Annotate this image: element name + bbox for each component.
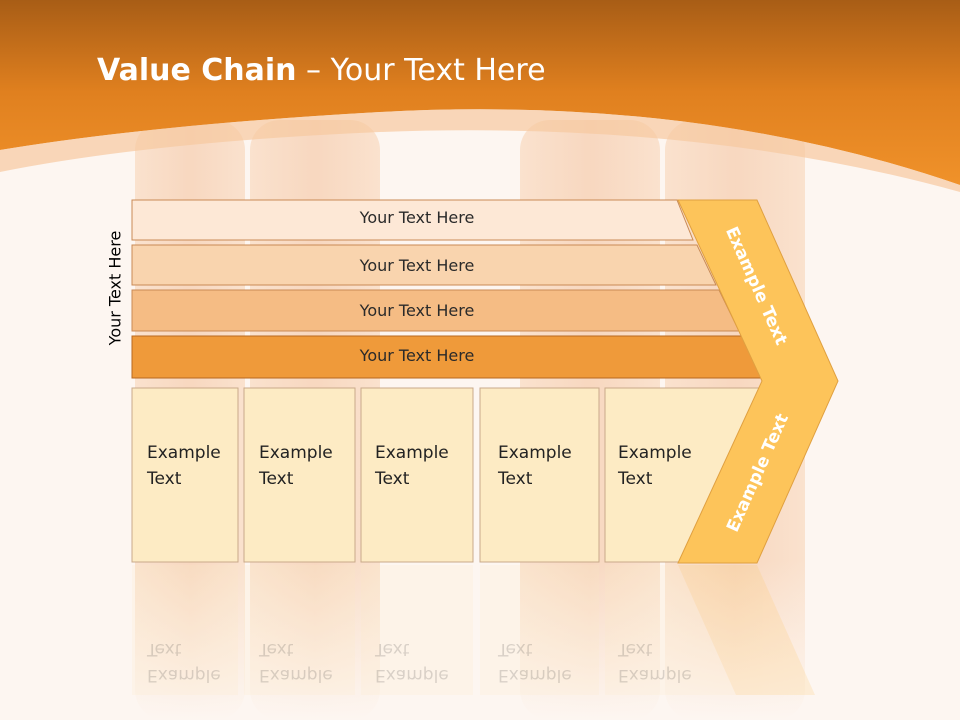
box-4 — [479, 387, 600, 563]
bar-2-label: Your Text Here — [359, 256, 475, 275]
box-1 — [131, 387, 239, 563]
box-3 — [360, 387, 474, 563]
bar-1-label: Your Text Here — [359, 208, 475, 227]
bar-4-label: Your Text Here — [359, 346, 475, 365]
box-2 — [243, 387, 356, 563]
bar-2 — [131, 244, 717, 286]
bar-3-label: Your Text Here — [359, 301, 475, 320]
slide-title: Value Chain – Your Text Here — [97, 53, 546, 88]
reflection — [132, 565, 815, 695]
chevron-arrow — [677, 199, 839, 564]
title-rest: – Your Text Here — [296, 53, 546, 88]
title-bold: Value Chain — [97, 53, 297, 88]
bar-1 — [131, 199, 694, 241]
